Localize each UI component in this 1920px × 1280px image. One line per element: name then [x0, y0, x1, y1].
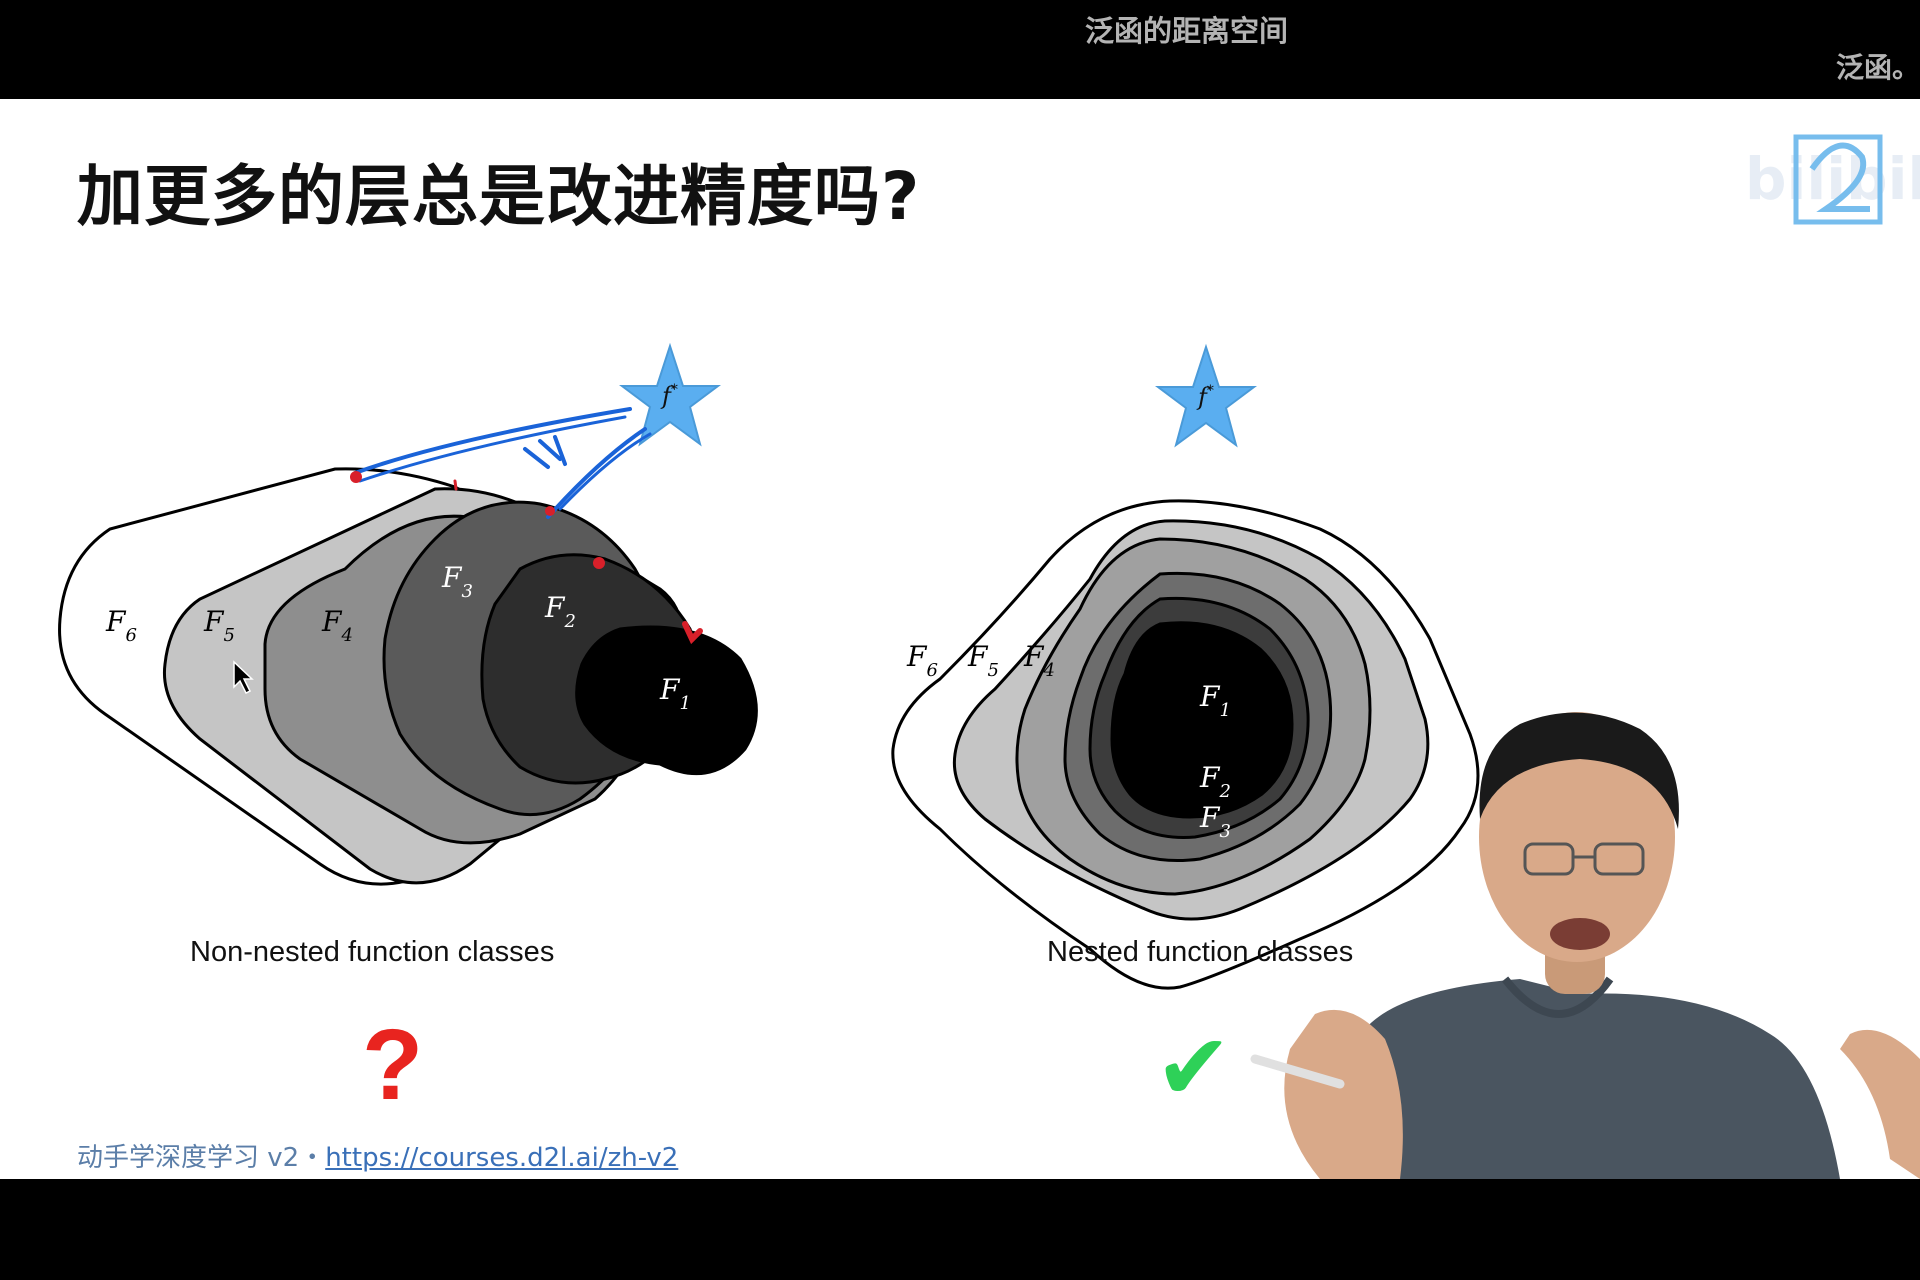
footer-link[interactable]: https://courses.d2l.ai/zh-v2 [325, 1143, 679, 1173]
non-nested-diagram: F6 F5 F4 F3 F2 F1 f* [58, 342, 758, 886]
label-f5-right: F5 [967, 640, 999, 681]
slide: 加更多的层总是改进精度吗? bilibili F6 F5 F4 F3 F2 F1 [0, 99, 1920, 1179]
slide-title: 加更多的层总是改进精度吗? [77, 158, 921, 235]
bilibili-logo: bilibili [1745, 134, 1920, 225]
footer-text: 动手学深度学习 v2・ [77, 1143, 326, 1173]
caption-non-nested: Non-nested function classes [190, 936, 555, 968]
slide-footer: 动手学深度学习 v2・https://courses.d2l.ai/zh-v2 [77, 1137, 678, 1174]
video-top-bar: 泛函的距离空间 泛函。 [0, 0, 1920, 99]
slide-figure: bilibili F6 F5 F4 F3 F2 F1 f* [58, 134, 1920, 1179]
label-f5-left: F5 [203, 605, 235, 646]
left-function-labels: F6 F5 F4 F3 F2 F1 [105, 561, 691, 714]
video-bottom-bar [0, 1179, 1920, 1280]
right-function-labels: F6 F5 F4 F1 F2 F3 [906, 640, 1231, 842]
label-f4-left: F4 [321, 605, 353, 646]
hand-annotations-left [350, 407, 703, 645]
star-target-left [619, 342, 721, 447]
label-f6-left: F6 [105, 605, 137, 646]
label-f3-left: F3 [441, 561, 473, 602]
nested-diagram: F6 F5 F4 F1 F2 F3 f* [891, 343, 1480, 990]
label-f4-right: F4 [1023, 640, 1055, 681]
region-f1-left [575, 625, 758, 776]
label-f2-right: F2 [1199, 761, 1231, 802]
label-f3-right: F3 [1199, 801, 1231, 842]
label-f6-right: F6 [906, 640, 938, 681]
question-mark: ? [362, 1009, 423, 1121]
label-f1-left: F1 [659, 673, 691, 714]
label-f1-right: F1 [1199, 680, 1231, 721]
region-f1-right [1110, 621, 1294, 819]
subtitle-line-right: 泛函。 [1836, 51, 1920, 84]
subtitle-line-top: 泛函的距离空间 [1085, 14, 1289, 48]
check-mark-icon: ✔ [1155, 1014, 1232, 1121]
star-target-right [1155, 343, 1257, 448]
label-f2-left: F2 [544, 591, 576, 632]
presenter-video [1250, 712, 1920, 1179]
caption-nested: Nested function classes [1047, 936, 1354, 968]
mouse-cursor-icon [233, 660, 254, 695]
